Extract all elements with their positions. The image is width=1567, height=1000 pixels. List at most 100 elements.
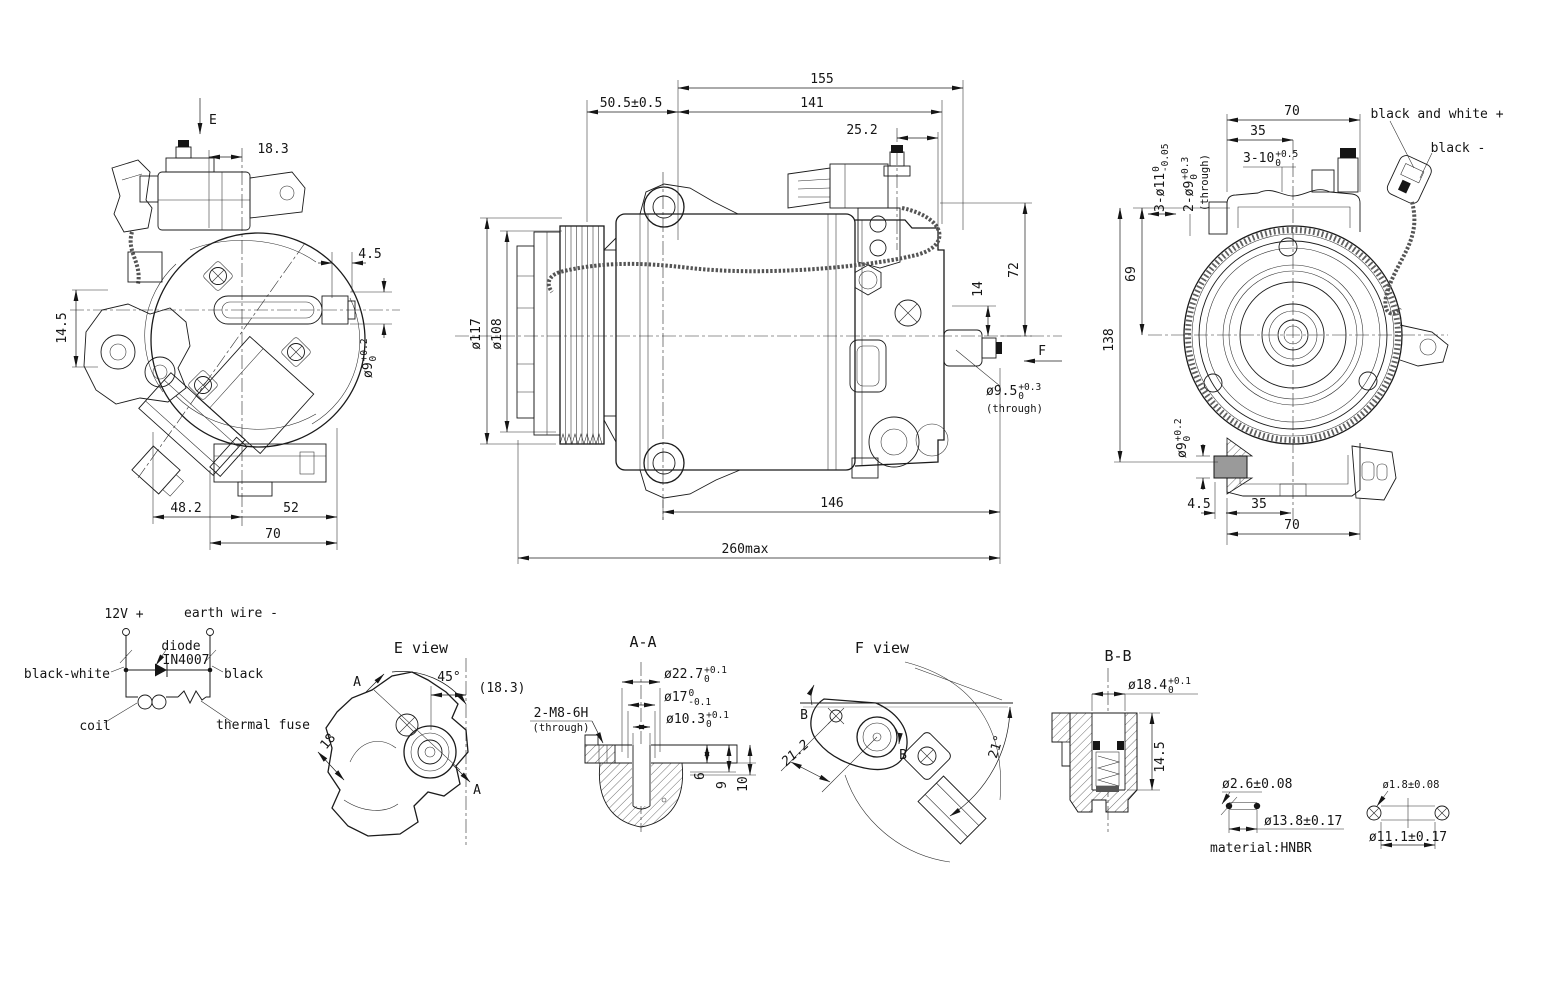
- o-ring-section-icon: [1366, 805, 1382, 821]
- dim-50.5: 50.5±0.5: [600, 96, 663, 111]
- dim-48.2: 48.2: [170, 501, 201, 516]
- dim-oring-id: ø13.8±0.17: [1264, 814, 1342, 829]
- f-view: F view B B 21.2 21°: [779, 639, 1013, 863]
- side-view: E 18.3 4.5 14.5 ø9+0.20 48.2 52 70: [55, 98, 400, 550]
- dim-260max: 260max: [722, 542, 769, 557]
- dim-10: 10: [736, 776, 751, 792]
- label-material: material:HNBR: [1210, 841, 1312, 856]
- dim-18: 18: [318, 731, 340, 753]
- dim-2-holes-9: 2-ø9+0.30: [1180, 157, 1200, 212]
- label-lead-right: black: [224, 667, 263, 682]
- dim-14.5: 14.5: [1153, 741, 1168, 772]
- label-earth: earth wire -: [184, 606, 278, 621]
- thermal-fuse-icon: [177, 690, 207, 705]
- dim-69: 69: [1124, 266, 1139, 282]
- dim-oring2-id: ø11.1±0.17: [1369, 830, 1447, 845]
- dim-6: 6: [693, 772, 708, 780]
- front-view-dimensions: 155 141 50.5±0.5 25.2 72 14 ø117 ø108 F …: [469, 72, 1062, 564]
- label-lead-negative: black -: [1431, 141, 1486, 156]
- view-direction-f: F: [1038, 344, 1046, 359]
- o-ring-section-icon: [1434, 805, 1450, 821]
- connector-plug: [1351, 445, 1397, 501]
- dim-oring-cs: ø2.6±0.08: [1222, 777, 1292, 792]
- dim-70: 70: [265, 527, 281, 542]
- coil-icon: [151, 694, 167, 710]
- side-view-dimensions: E 18.3 4.5 14.5 ø9+0.20 48.2 52 70: [55, 98, 392, 550]
- section-label-a-top: A: [353, 675, 361, 690]
- label-coil: coil: [79, 719, 110, 734]
- e-view-title: E view: [394, 639, 449, 657]
- connector-tag: [1386, 155, 1432, 204]
- dim-4.5-bot: 4.5: [1187, 497, 1210, 512]
- dim-18.3: 18.3: [257, 142, 288, 157]
- dim-thread-note: (through): [533, 722, 590, 734]
- section-label-b-top: B: [800, 708, 808, 723]
- o-ring-detail-large: ø1.8±0.08 ø11.1±0.17: [1366, 779, 1450, 849]
- dim-9: 9: [715, 781, 730, 789]
- label-diode-part: IN4007: [163, 653, 210, 668]
- dim-bore-17: ø170-0.1: [664, 688, 711, 708]
- front-view: 155 141 50.5±0.5 25.2 72 14 ø117 ø108 F …: [455, 72, 1062, 564]
- o-ring-detail-small: ø2.6±0.08 ø13.8±0.17 material:HNBR: [1210, 777, 1344, 856]
- dim-146: 146: [820, 496, 843, 511]
- dim-14.5: 14.5: [55, 312, 70, 343]
- spring-icon: [1096, 755, 1121, 787]
- dim-pulley-od: ø117: [469, 318, 484, 349]
- dim-4.5: 4.5: [358, 247, 381, 262]
- f-view-title: F view: [855, 639, 910, 657]
- dim-72: 72: [1007, 262, 1022, 278]
- section-label-a-bottom: A: [473, 783, 481, 798]
- label-diode: diode: [161, 639, 200, 654]
- coil-icon: [137, 694, 153, 710]
- dim-belt-od: ø108: [490, 318, 505, 349]
- dim-21deg: 21°: [986, 733, 1008, 760]
- dim-35-top: 35: [1250, 124, 1266, 139]
- dim-52: 52: [283, 501, 299, 516]
- dim-25.2: 25.2: [846, 123, 877, 138]
- dim-port-note: (through): [986, 403, 1043, 415]
- dim-70-top: 70: [1284, 104, 1300, 119]
- dim-14: 14: [971, 281, 986, 297]
- circuit-diagram: 12V + earth wire - diode IN4007 black-wh…: [24, 606, 310, 734]
- e-view: E view A A 45° (18.3) 18: [318, 639, 526, 845]
- dim-rear-shaft-dia: ø9+0.20: [1173, 418, 1193, 458]
- dim-ref-18.3: (18.3): [479, 681, 526, 696]
- label-lead-positive: black and white +: [1370, 107, 1503, 122]
- dim-35-bot: 35: [1251, 497, 1267, 512]
- label-lead-left: black-white: [24, 667, 110, 682]
- dim-3-holes-11: 3-ø110-0.05: [1151, 144, 1171, 212]
- view-direction-e: E: [209, 113, 217, 128]
- b-b-title: B-B: [1104, 647, 1131, 665]
- bolt-boss-icon: [188, 261, 311, 400]
- dim-45deg: 45°: [437, 670, 460, 685]
- dim-thread: 2-M8-6H: [534, 706, 589, 721]
- f-view-annotations: B B 21.2 21°: [779, 684, 1013, 817]
- dim-70-bot: 70: [1284, 518, 1300, 533]
- o-ring-section-icon: [1253, 802, 1261, 810]
- dim-oring2-cs: ø1.8±0.08: [1383, 779, 1440, 791]
- terminal-icon: [122, 628, 130, 636]
- dim-141: 141: [800, 96, 823, 111]
- terminal-icon: [206, 628, 214, 636]
- dim-155: 155: [810, 72, 833, 87]
- diode-icon: [155, 663, 167, 677]
- section-label-b-mid: B: [899, 748, 907, 763]
- label-fuse: thermal fuse: [216, 718, 310, 733]
- label-supply: 12V +: [104, 607, 143, 622]
- dim-138: 138: [1102, 328, 1117, 351]
- connector-plug: [111, 159, 153, 233]
- hex-bolt-icon: [854, 264, 882, 296]
